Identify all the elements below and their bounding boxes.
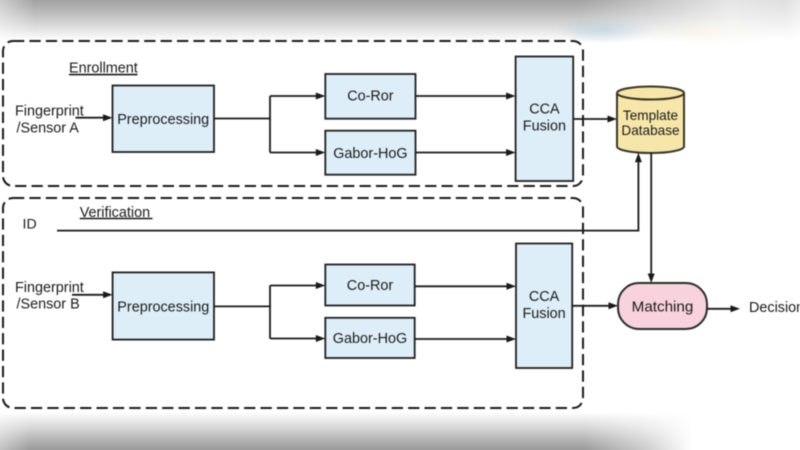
svg-text:Preprocessing: Preprocessing bbox=[117, 112, 209, 128]
svg-text:Fusion: Fusion bbox=[522, 306, 565, 322]
svg-text:ID: ID bbox=[23, 217, 37, 233]
svg-text:CCA: CCA bbox=[529, 289, 560, 305]
svg-text:Matching: Matching bbox=[632, 299, 694, 316]
svg-text:Fingerprint: Fingerprint bbox=[15, 280, 84, 296]
svg-text:CCA: CCA bbox=[529, 102, 560, 118]
svg-text:Verification: Verification bbox=[80, 205, 150, 221]
svg-text:Template: Template bbox=[623, 108, 678, 123]
svg-text:Co-Ror: Co-Ror bbox=[347, 278, 394, 294]
svg-text:Gabor-HoG: Gabor-HoG bbox=[333, 146, 407, 162]
svg-text:Gabor-HoG: Gabor-HoG bbox=[333, 331, 407, 347]
svg-text:Fingerprint: Fingerprint bbox=[15, 104, 84, 120]
svg-text:Preprocessing: Preprocessing bbox=[117, 299, 209, 315]
svg-text:Fusion: Fusion bbox=[523, 119, 566, 135]
svg-text:Co-Ror: Co-Ror bbox=[347, 89, 394, 105]
svg-text:Enrollment: Enrollment bbox=[69, 61, 138, 77]
svg-text:/Sensor A: /Sensor A bbox=[17, 121, 80, 137]
svg-text:/Sensor B: /Sensor B bbox=[17, 296, 80, 312]
svg-text:Decision: Decision bbox=[749, 300, 800, 316]
svg-text:Database: Database bbox=[621, 123, 679, 138]
